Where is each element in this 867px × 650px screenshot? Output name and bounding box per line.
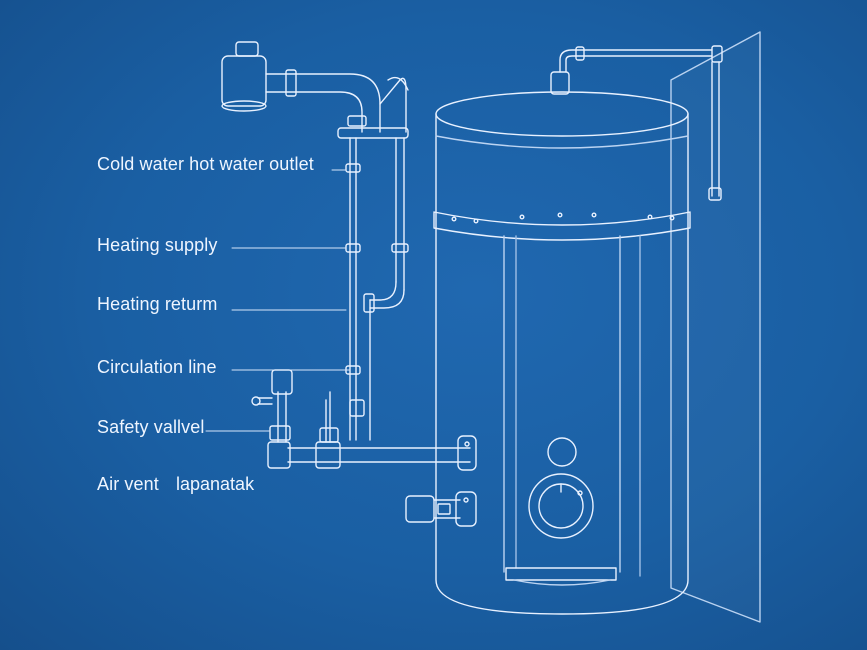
top-pipe (550, 45, 723, 201)
label-circulation-line: Circulation line (97, 357, 217, 377)
label-safety-valve: Safety vallvel (97, 417, 205, 437)
label-air-vent-extra: lapanatak (176, 474, 255, 494)
label-cold-hot-outlet: Cold water hot water outlet (97, 154, 314, 174)
leader-lines (205, 169, 351, 432)
label-air-vent: Air vent (97, 474, 159, 494)
tank-body (433, 91, 691, 615)
upper-fitting (221, 41, 409, 139)
lower-pipes (251, 369, 477, 527)
label-heating-return: Heating returm (97, 294, 218, 314)
wall-panel (670, 31, 761, 623)
vertical-pipes (345, 137, 409, 441)
label-heating-supply: Heating supply (97, 235, 218, 255)
